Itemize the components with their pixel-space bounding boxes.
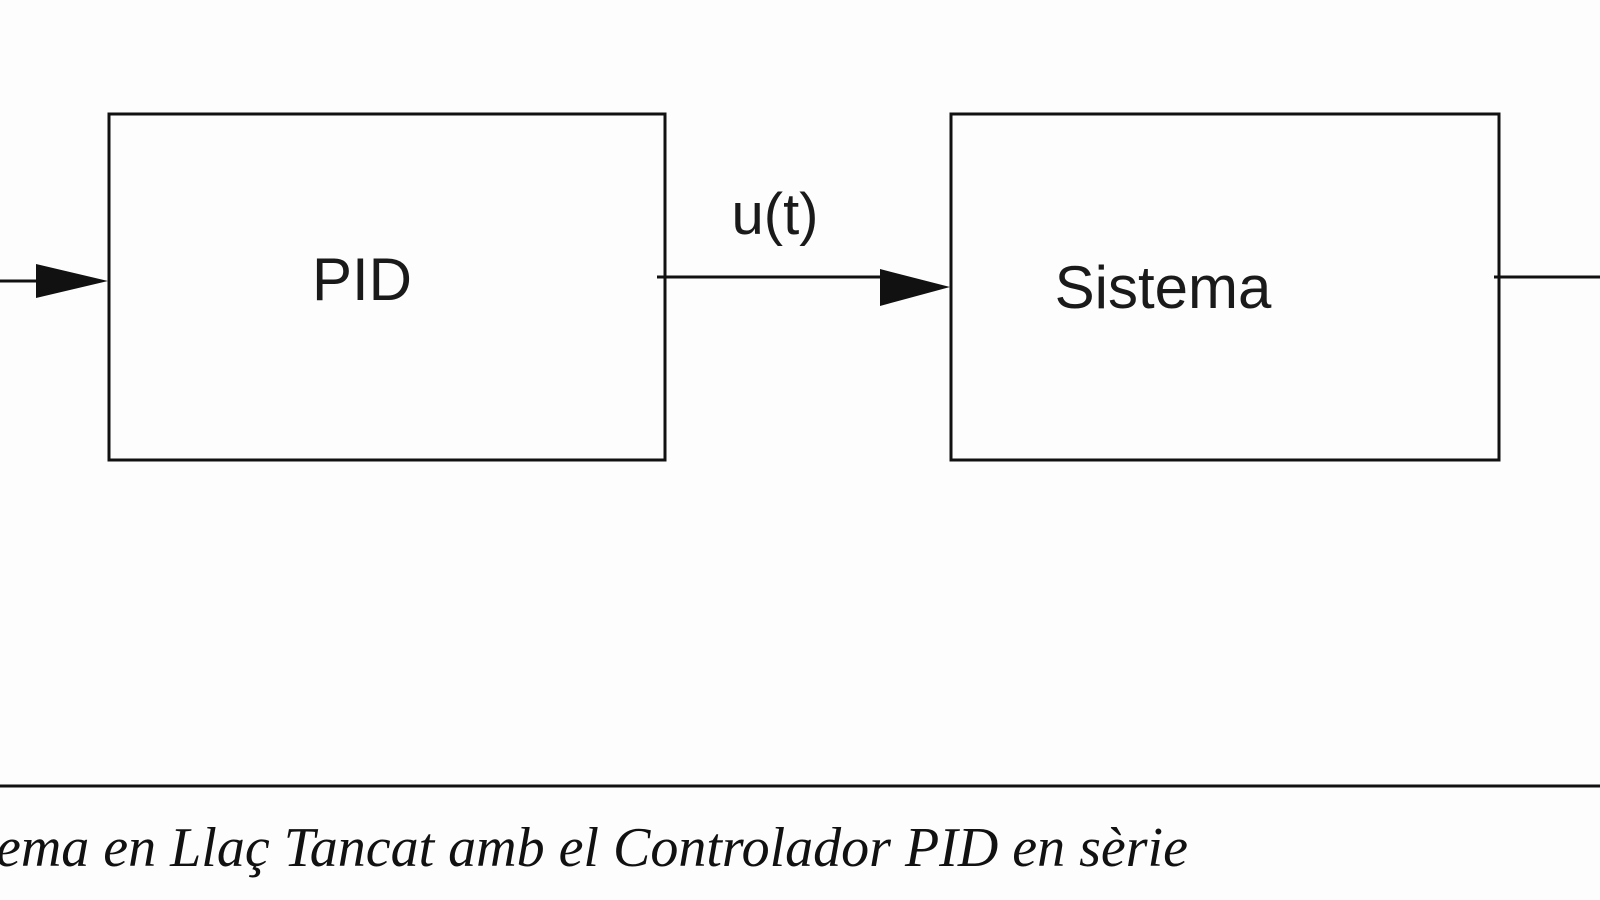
pid-block: [107, 112, 667, 462]
figure-caption: ema en Llaç Tancat amb el Controlador PI…: [0, 817, 1188, 879]
input-arrowhead: [36, 264, 108, 298]
plant-block: [949, 112, 1501, 462]
plant-block-label: Sistema: [1055, 254, 1272, 321]
control-signal-label: u(t): [732, 182, 819, 247]
control-signal-arrowhead: [880, 269, 950, 306]
pid-block-label: PID: [312, 246, 412, 313]
